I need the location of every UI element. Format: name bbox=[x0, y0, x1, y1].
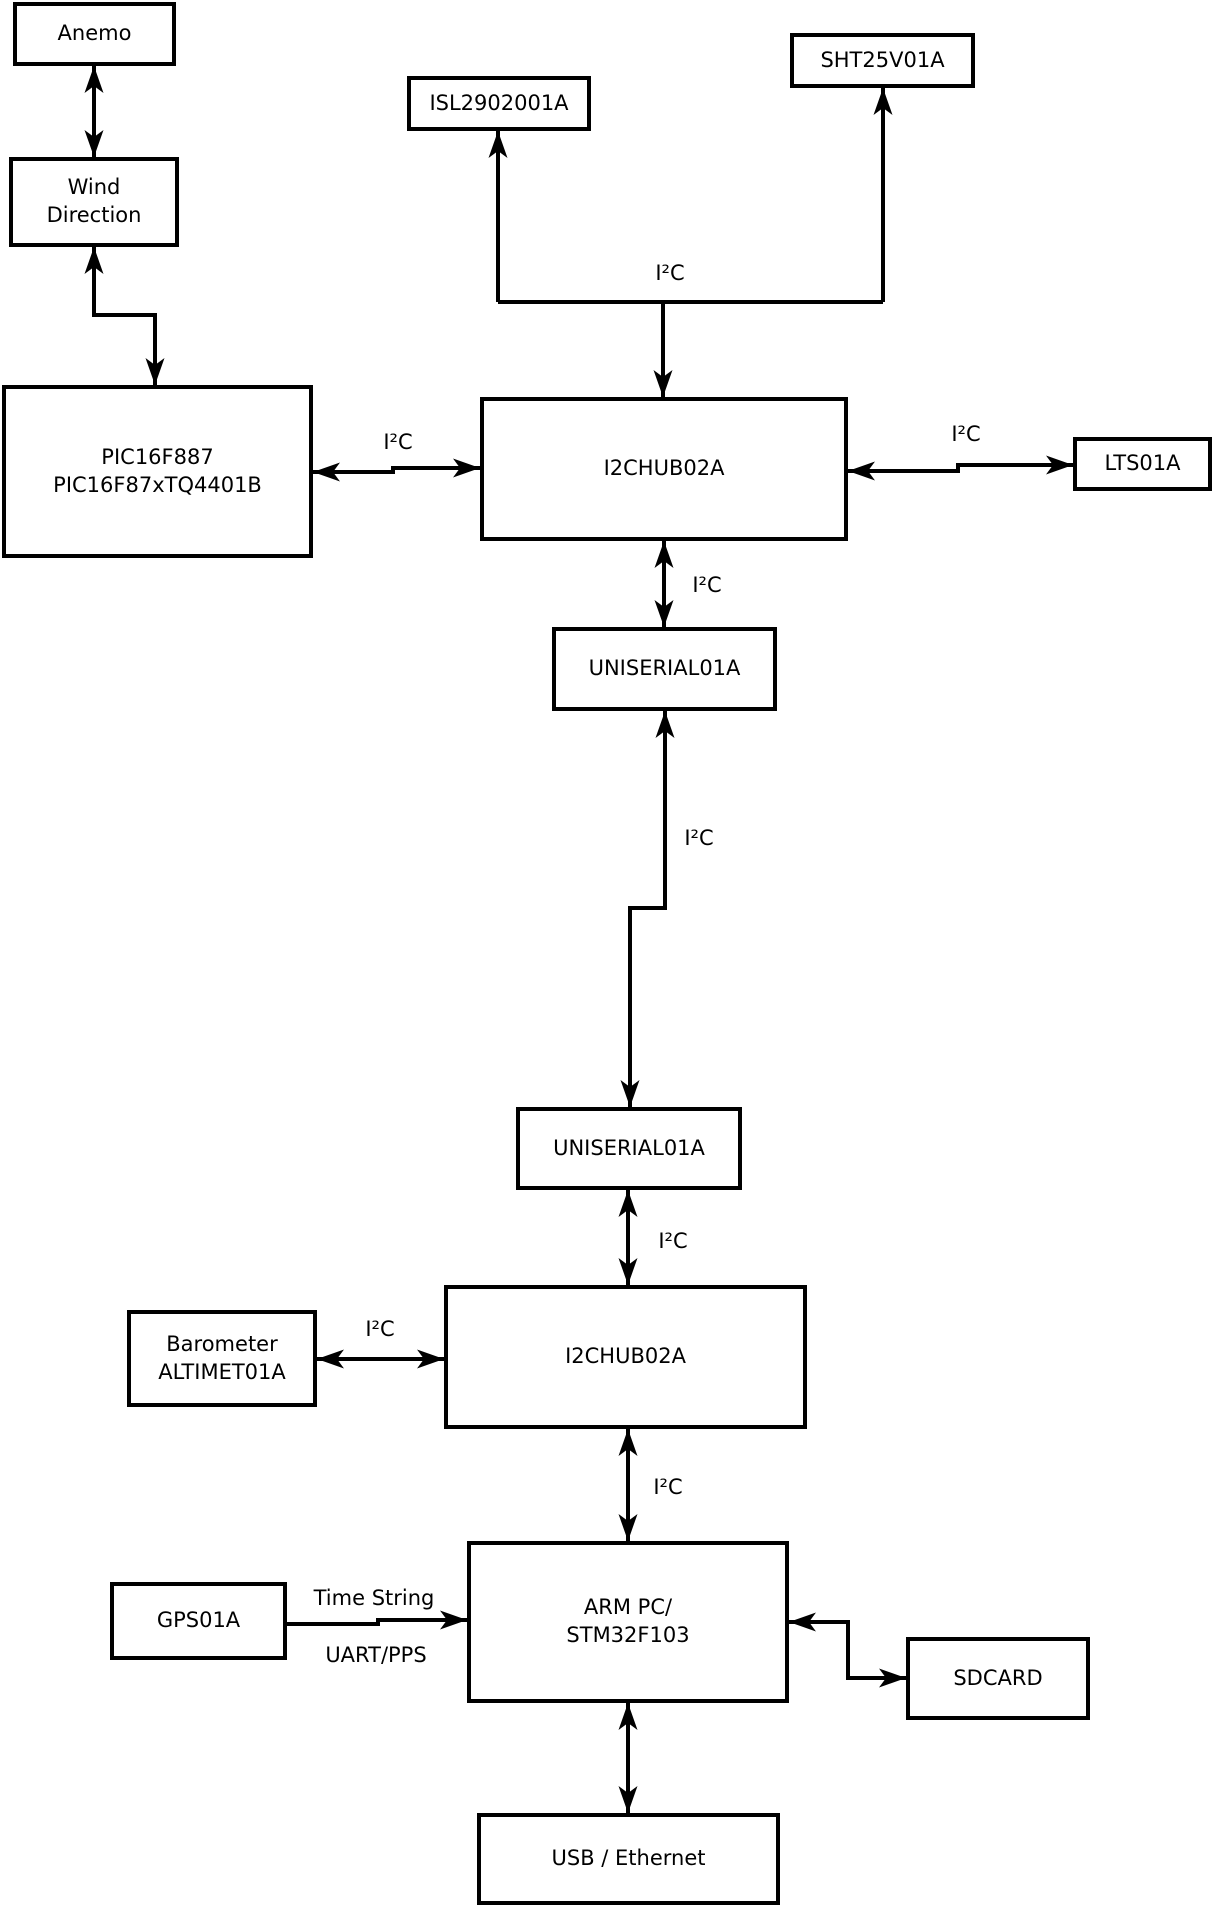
node-label-sdcard: SDCARD bbox=[953, 1665, 1043, 1690]
arrowhead bbox=[848, 461, 875, 481]
node-i2chub02a-lower: I2CHUB02A bbox=[444, 1285, 807, 1429]
node-usb-ethernet: USB / Ethernet bbox=[477, 1813, 780, 1905]
arrowhead bbox=[1046, 455, 1073, 475]
edge-label-i2c-baro-hub2: I²C bbox=[365, 1317, 395, 1341]
edge-pic16f887-i2chub-upper bbox=[313, 466, 480, 474]
edge-label-i2c-uni-uni: I²C bbox=[684, 826, 714, 850]
arrowhead bbox=[655, 711, 675, 738]
edge-winddirection-pic16f887 bbox=[92, 247, 157, 385]
arrowhead bbox=[618, 1514, 638, 1541]
arrowhead bbox=[618, 1190, 638, 1217]
arrowhead bbox=[620, 1080, 640, 1107]
node-pic16f887: PIC16F887 PIC16F87xTQ4401B bbox=[2, 385, 313, 558]
edge-label-i2c-hub2-arm: I²C bbox=[653, 1475, 683, 1499]
edge-label-i2c-bus-top: I²C bbox=[655, 261, 685, 285]
arrowhead bbox=[145, 358, 165, 385]
edge-label-i2c-uni-hub2: I²C bbox=[658, 1229, 688, 1253]
arrowhead bbox=[618, 1429, 638, 1456]
node-label-anemo: Anemo bbox=[57, 21, 132, 46]
node-label-sht25v01a: SHT25V01A bbox=[820, 47, 945, 72]
arrowhead bbox=[879, 1668, 906, 1688]
arrowhead bbox=[440, 1610, 467, 1630]
node-lts01a: LTS01A bbox=[1073, 437, 1212, 491]
arrowhead bbox=[317, 1349, 344, 1369]
node-arm-pc-stm32f103: ARM PC/ STM32F103 bbox=[467, 1541, 789, 1703]
node-label-lts01a: LTS01A bbox=[1104, 451, 1181, 476]
node-label-isl2902001a: ISL2902001A bbox=[429, 90, 569, 115]
edge-label-time-string: Time String bbox=[313, 1586, 435, 1610]
node-label-arm-pc-stm32f103: ARM PC/ STM32F103 bbox=[566, 1595, 690, 1647]
node-label-barometer-altimet01a: Barometer ALTIMET01A bbox=[158, 1331, 286, 1384]
node-sdcard: SDCARD bbox=[906, 1637, 1090, 1720]
arrowhead bbox=[618, 1703, 638, 1730]
node-gps01a: GPS01A bbox=[110, 1582, 287, 1660]
node-label-pic16f887: PIC16F887 PIC16F87xTQ4401B bbox=[53, 444, 262, 497]
node-sht25v01a: SHT25V01A bbox=[790, 33, 975, 88]
edge-gps01a-armpc bbox=[287, 1618, 467, 1626]
node-label-wind-direction: Wind Direction bbox=[46, 175, 142, 227]
edge-label-i2c-pic-hub: I²C bbox=[383, 430, 413, 454]
arrowhead bbox=[453, 458, 480, 478]
node-isl2902001a: ISL2902001A bbox=[407, 76, 591, 131]
node-uniserial01a-lower: UNISERIAL01A bbox=[516, 1107, 742, 1190]
arrowhead bbox=[654, 600, 674, 627]
node-i2chub02a-upper: I2CHUB02A bbox=[480, 397, 848, 541]
arrowhead bbox=[618, 1786, 638, 1813]
node-label-i2chub02a-lower: I2CHUB02A bbox=[565, 1344, 686, 1369]
edge-armpc-sdcard bbox=[789, 1620, 906, 1680]
arrowhead bbox=[84, 130, 104, 157]
edge-uniserial-uniserial bbox=[628, 711, 667, 1107]
node-label-i2chub02a-upper: I2CHUB02A bbox=[603, 456, 725, 481]
edge-label-uart-pps: UART/PPS bbox=[325, 1643, 427, 1667]
edge-label-i2c-hub-uniserial: I²C bbox=[692, 573, 722, 597]
arrowhead bbox=[84, 66, 104, 93]
arrowhead bbox=[84, 247, 104, 274]
arrowhead bbox=[653, 370, 673, 397]
edge-i2chub-upper-lts01a bbox=[848, 463, 1073, 473]
arrowhead bbox=[313, 462, 340, 482]
node-label-usb-ethernet: USB / Ethernet bbox=[551, 1846, 706, 1871]
arrowhead bbox=[873, 88, 893, 115]
node-label-gps01a: GPS01A bbox=[156, 1608, 241, 1633]
arrowhead bbox=[618, 1258, 638, 1285]
arrowhead bbox=[488, 131, 508, 158]
node-wind-direction: Wind Direction bbox=[9, 157, 179, 247]
edge-label-i2c-hub-lts: I²C bbox=[951, 422, 981, 446]
arrowhead bbox=[789, 1612, 816, 1632]
arrowhead bbox=[654, 541, 674, 568]
node-label-uniserial01a-upper: UNISERIAL01A bbox=[588, 656, 741, 681]
arrowhead bbox=[417, 1349, 444, 1369]
node-anemo: Anemo bbox=[13, 2, 176, 66]
node-barometer-altimet01a: Barometer ALTIMET01A bbox=[127, 1310, 317, 1407]
node-uniserial01a-upper: UNISERIAL01A bbox=[552, 627, 777, 711]
node-label-uniserial01a-lower: UNISERIAL01A bbox=[553, 1135, 705, 1160]
